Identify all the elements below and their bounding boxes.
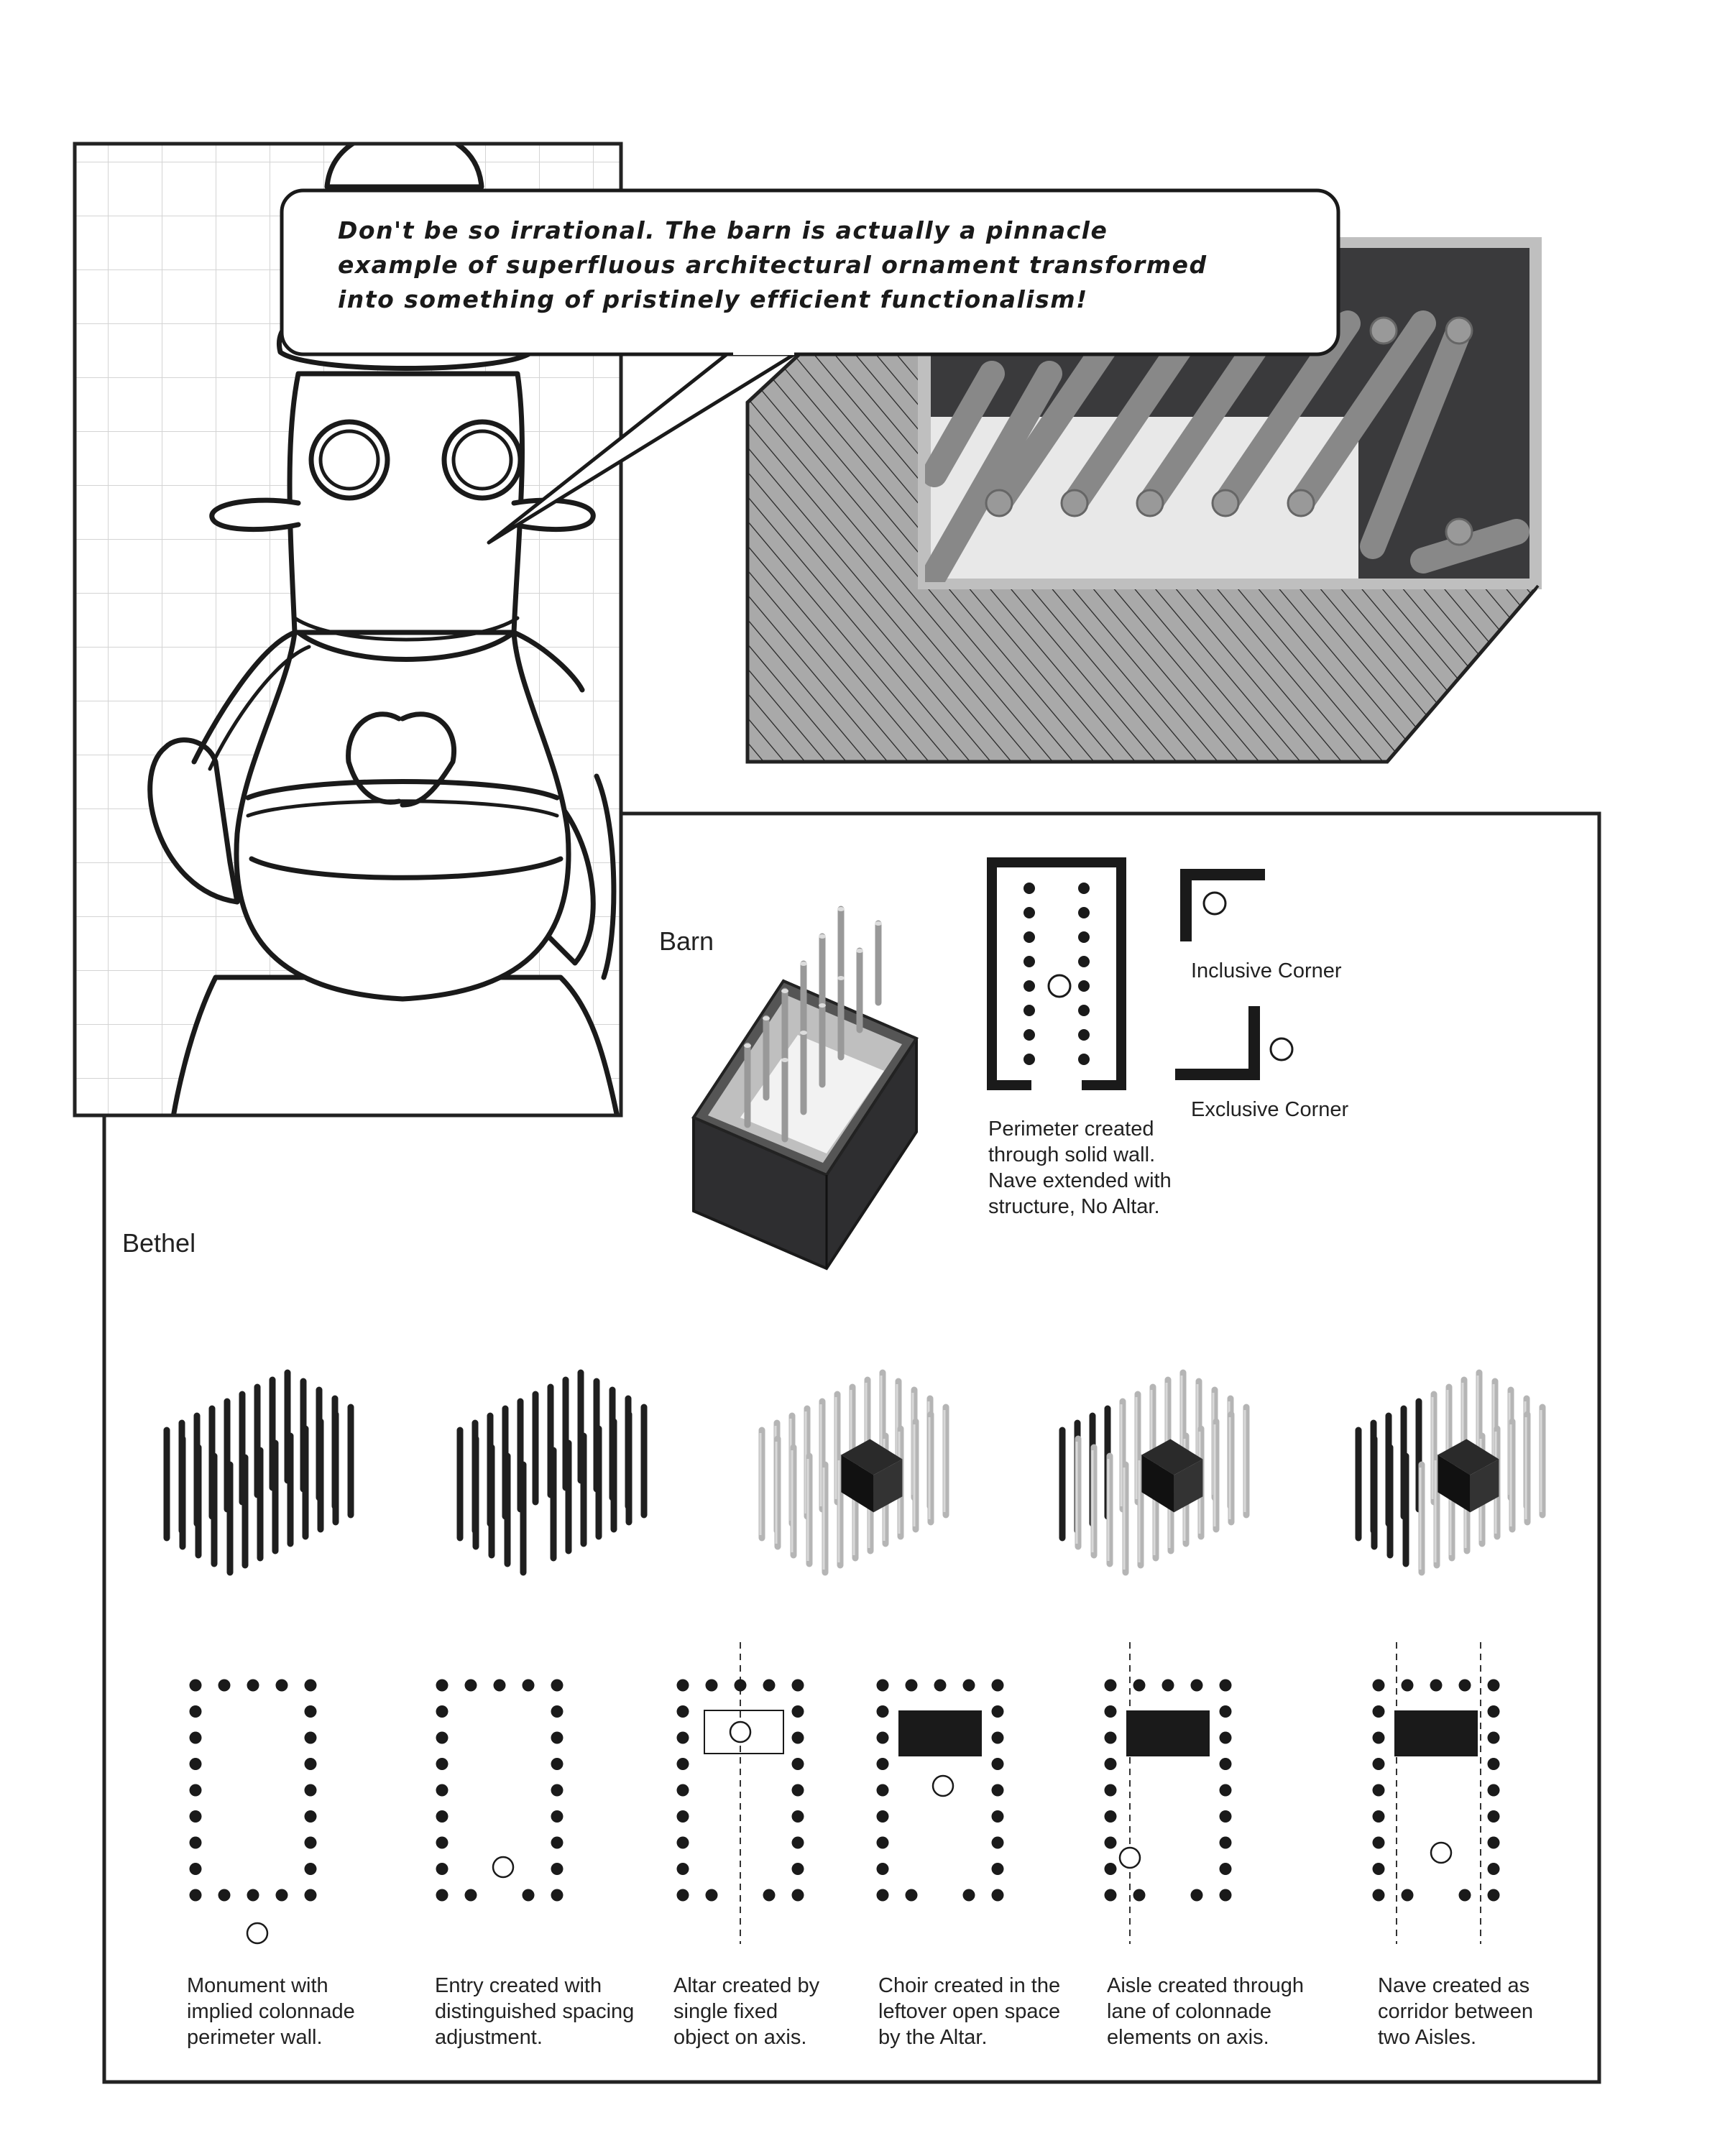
svg-text:two Aisles.: two Aisles. (1378, 2026, 1476, 2049)
speech-line-2: example of superfluous architectural orn… (338, 251, 1208, 279)
step-caption-5: Aisle created through lane of colonnade … (1107, 1974, 1304, 2049)
step-caption-2: Entry created with distinguished spacing… (435, 1974, 634, 2049)
barn-caption: Perimeter created through solid wall. Na… (988, 1118, 1172, 1218)
svg-text:corridor between: corridor between (1378, 2000, 1533, 2023)
svg-text:Monument with: Monument with (187, 1974, 328, 1997)
step-caption-1: Monument with implied colonnade perimete… (187, 1974, 355, 2049)
bethel-plan-5 (1104, 1642, 1232, 1944)
bethel-heading: Bethel (122, 1228, 196, 1258)
bethel-plan-4 (876, 1679, 1004, 1902)
svg-text:leftover open space: leftover open space (878, 2000, 1060, 2023)
svg-text:lane of colonnade: lane of colonnade (1107, 2000, 1271, 2023)
exclusive-corner-label: Exclusive Corner (1191, 1098, 1349, 1121)
bethel-isometric-row (163, 1369, 1546, 1576)
svg-text:adjustment.: adjustment. (435, 2026, 543, 2049)
svg-text:Aisle created through: Aisle created through (1107, 1974, 1304, 1997)
bethel-plan-2 (436, 1679, 564, 1902)
step-caption-3: Altar created by single fixed object on … (673, 1974, 820, 2049)
svg-text:by the Altar.: by the Altar. (878, 2026, 988, 2049)
bethel-iso-5 (1355, 1369, 1546, 1576)
bethel-iso-2 (456, 1369, 648, 1576)
inclusive-corner-diagram (1180, 869, 1265, 941)
bethel-plan-3 (676, 1642, 804, 1944)
svg-text:perimeter wall.: perimeter wall. (187, 2026, 323, 2049)
barn-plan-columns (1024, 883, 1090, 1065)
svg-text:object on axis.: object on axis. (673, 2026, 806, 2049)
step-caption-6: Nave created as corridor between two Ais… (1378, 1974, 1533, 2049)
bethel-iso-1 (163, 1369, 354, 1576)
svg-text:Choir created in the: Choir created in the (878, 1974, 1060, 1997)
svg-text:Nave created as: Nave created as (1378, 1974, 1530, 1997)
svg-text:distinguished spacing: distinguished spacing (435, 2000, 634, 2023)
bethel-plan-6 (1372, 1642, 1500, 1944)
speech-line-3: into something of pristinely efficient f… (338, 285, 1088, 313)
svg-text:Entry created with: Entry created with (435, 1974, 602, 1997)
svg-text:single fixed: single fixed (673, 2000, 778, 2023)
speech-bubble: Don't be so irrational. The barn is actu… (280, 188, 1340, 545)
character (147, 144, 620, 1115)
inclusive-corner-label: Inclusive Corner (1191, 959, 1342, 982)
speech-line-1: Don't be so irrational. The barn is actu… (338, 216, 1108, 244)
bethel-iso-3 (758, 1369, 949, 1576)
barn-plan (987, 857, 1126, 1090)
bethel-plan-row (189, 1642, 1500, 1945)
svg-text:structure, No Altar.: structure, No Altar. (988, 1195, 1160, 1218)
bethel-iso-4 (1059, 1369, 1250, 1576)
barn-posts (744, 906, 882, 1143)
barn-plan-person (1047, 974, 1072, 998)
barn-heading: Barn (659, 926, 714, 956)
svg-text:implied colonnade: implied colonnade (187, 2000, 355, 2023)
bethel-captions: Monument with implied colonnade perimete… (187, 1974, 1533, 2049)
svg-text:Perimeter created: Perimeter created (988, 1118, 1154, 1141)
svg-text:through solid wall.: through solid wall. (988, 1143, 1155, 1166)
svg-text:elements on axis.: elements on axis. (1107, 2026, 1269, 2049)
svg-text:Nave extended with: Nave extended with (988, 1169, 1172, 1192)
svg-text:Altar created by: Altar created by (673, 1974, 820, 1997)
step-caption-4: Choir created in the leftover open space… (878, 1974, 1060, 2049)
bethel-plan-1 (189, 1679, 317, 1945)
barn-isometric-block (691, 906, 919, 1271)
exclusive-corner-diagram (1175, 1006, 1294, 1080)
